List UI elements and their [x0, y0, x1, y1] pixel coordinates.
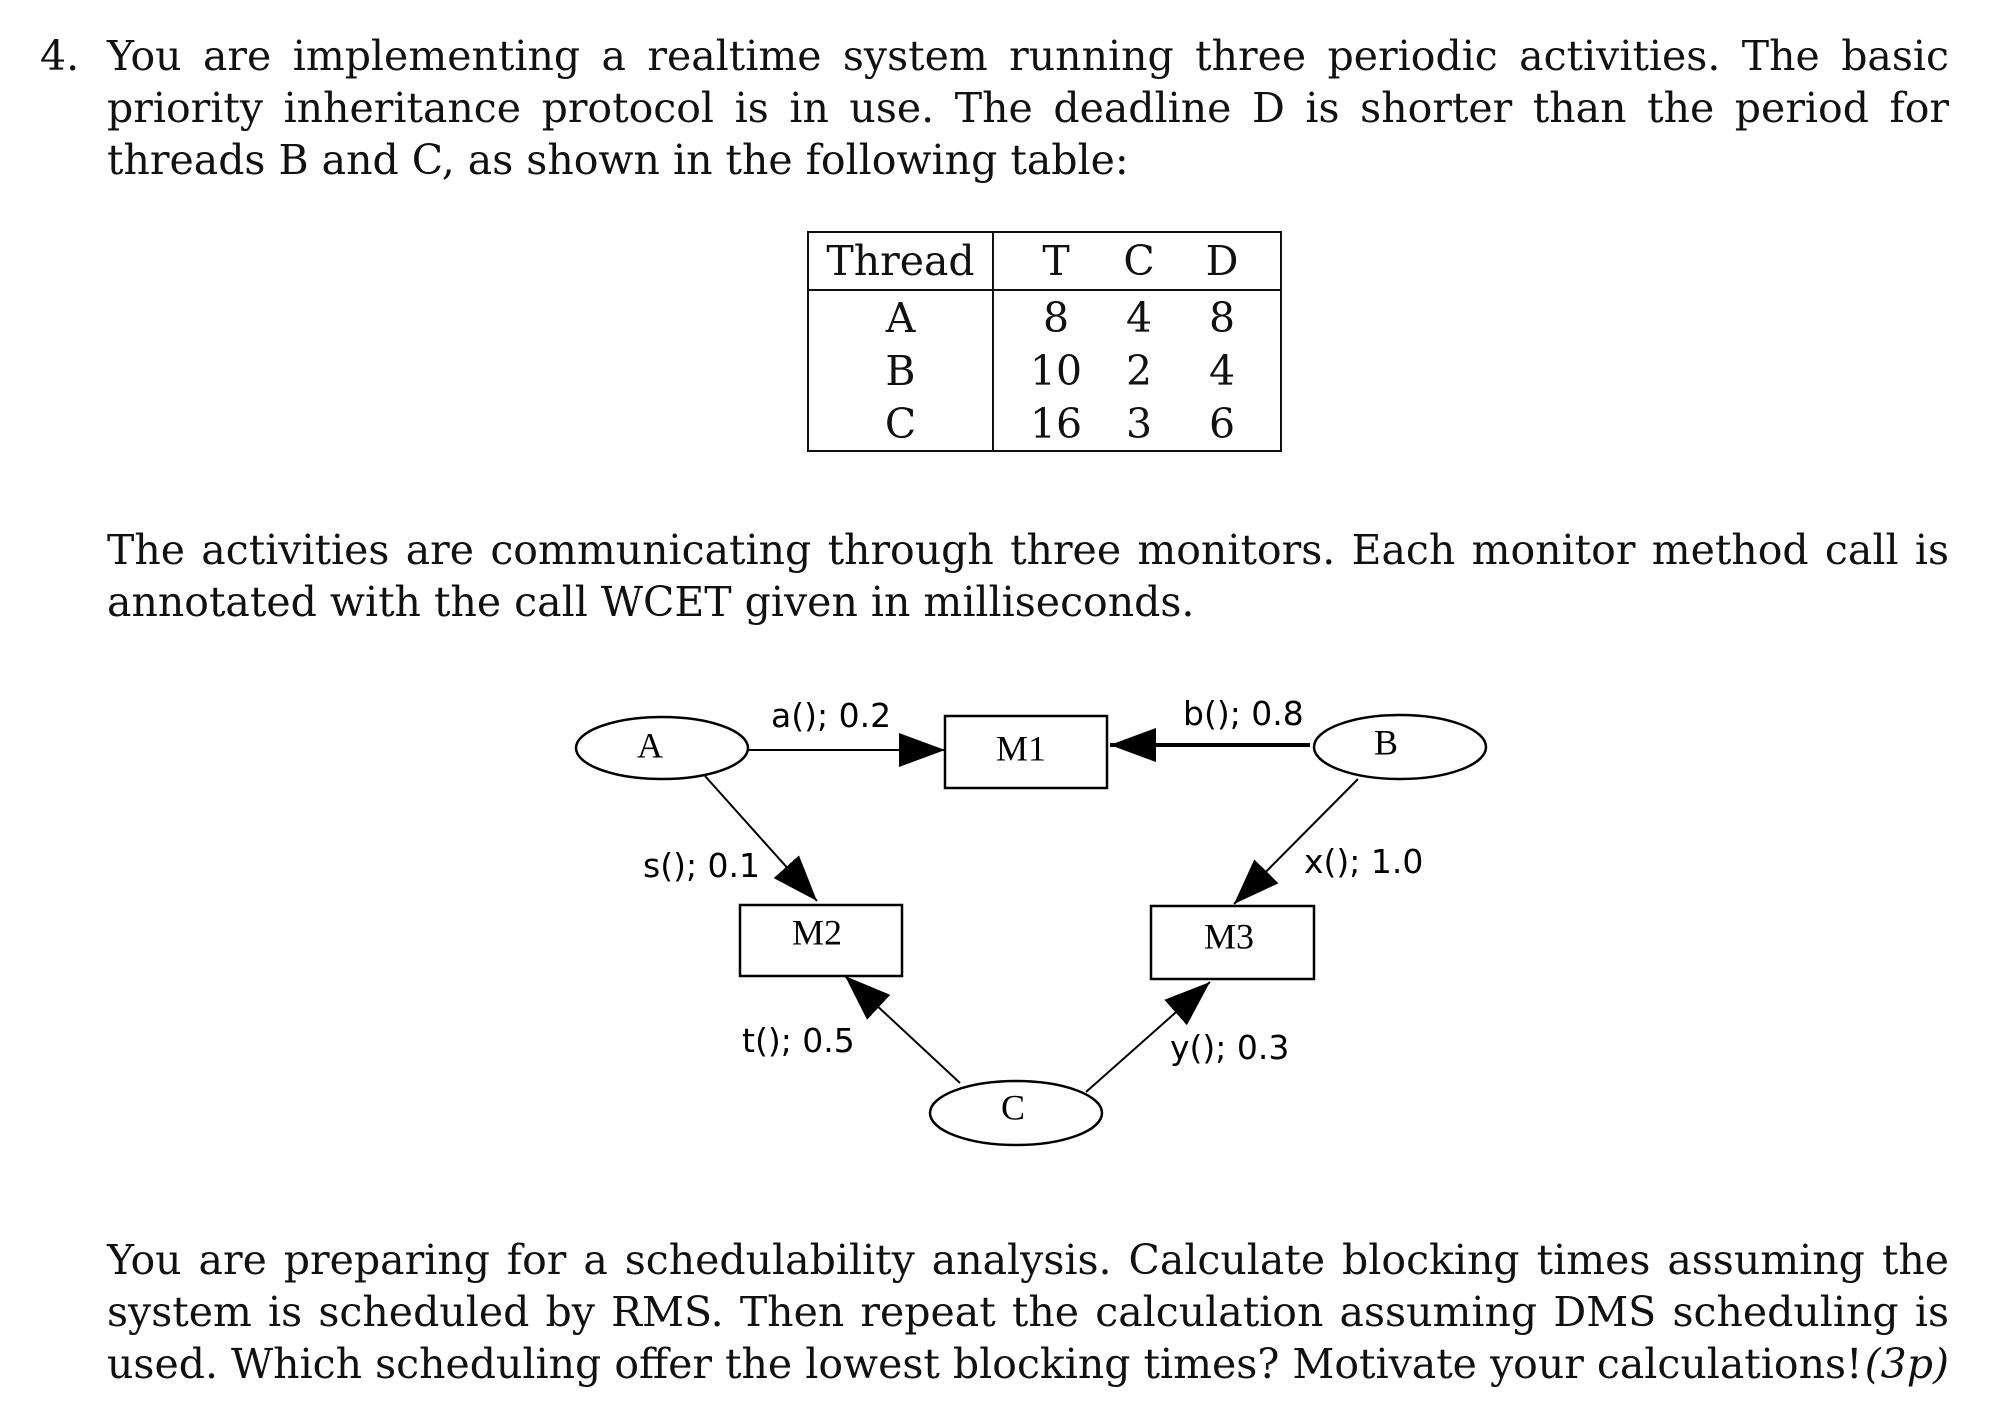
table-header-row: Thread T C D	[808, 232, 1281, 291]
monitor-node-m3: M3	[1149, 904, 1316, 981]
thread-node-a: A	[574, 715, 750, 781]
table-row: C 16 3 6	[808, 397, 1281, 451]
edge-a-to-m2	[704, 775, 818, 902]
table-row: B 10 2 4	[808, 344, 1281, 397]
cell-thread: B	[808, 344, 994, 397]
edge-b-to-m3	[1233, 778, 1359, 905]
call-label-b: b(); 0.8	[1183, 694, 1304, 733]
header-wcet: C	[1104, 232, 1174, 291]
monitor-node-m2: M2	[738, 903, 904, 978]
cell-deadline: 8	[1208, 293, 1236, 342]
cell-period: 16	[1029, 399, 1083, 448]
call-label-t: t(); 0.5	[742, 1021, 855, 1060]
cell-period: 10	[1029, 346, 1083, 395]
monitors-description: The activities are communicating through…	[107, 526, 1949, 626]
thread-node-c: C	[928, 1079, 1104, 1147]
cell-deadline: 6	[1208, 399, 1236, 448]
monitor-node-m1: M1	[943, 714, 1109, 790]
cell-wcet: 4	[1125, 293, 1153, 342]
cell-deadline: 4	[1208, 346, 1236, 395]
cell-period: 8	[1042, 293, 1070, 342]
call-label-a: a(); 0.2	[771, 696, 891, 735]
task-description: You are preparing for a schedulability a…	[107, 1236, 1949, 1388]
cell-thread: A	[808, 290, 994, 344]
call-label-s: s(); 0.1	[643, 846, 760, 885]
cell-wcet: 2	[1125, 346, 1153, 395]
monitor-m3-label: M3	[1204, 916, 1254, 956]
question-intro: You are implementing a realtime system r…	[107, 32, 1949, 184]
points-value: (3p)	[1864, 1340, 1949, 1388]
header-thread: Thread	[808, 232, 994, 291]
monitor-m1-label: M1	[996, 728, 1046, 768]
cell-wcet: 3	[1125, 399, 1153, 448]
monitor-m2-label: M2	[792, 912, 842, 952]
thread-node-b: B	[1312, 713, 1488, 781]
cell-thread: C	[808, 397, 994, 451]
table-row: A 8 4 8	[808, 290, 1281, 344]
edge-c-to-m2	[844, 975, 961, 1084]
call-label-y: y(); 0.3	[1170, 1028, 1289, 1067]
thread-c-label: C	[1001, 1087, 1025, 1127]
thread-a-label: A	[637, 725, 663, 765]
header-period: T	[993, 232, 1104, 291]
edge-c-to-m3	[1085, 981, 1211, 1093]
header-deadline: D	[1174, 232, 1281, 291]
thread-b-label: B	[1374, 722, 1398, 762]
thread-parameter-table: Thread T C D A 8 4 8 B 10 2 4 C 16 3	[807, 231, 1282, 452]
call-label-x: x(); 1.0	[1304, 842, 1423, 881]
question-number: 4.	[40, 32, 80, 80]
